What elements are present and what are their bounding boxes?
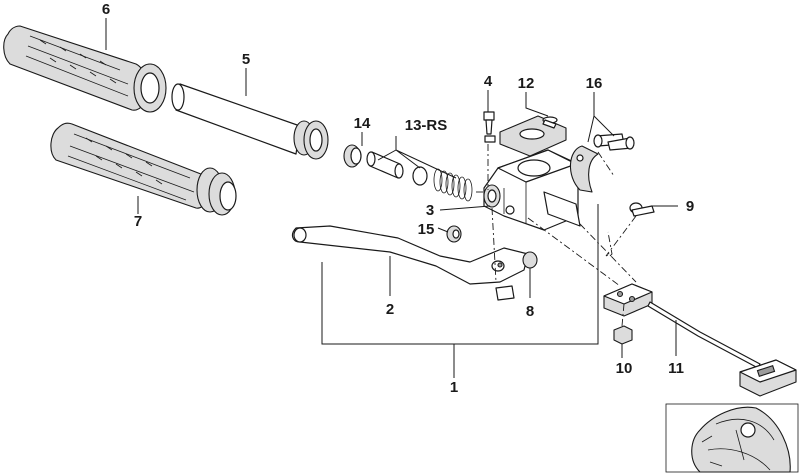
screw-9	[629, 202, 655, 217]
assembly-lines	[476, 144, 637, 327]
label-part-10: 10	[616, 360, 633, 377]
bracket-part-1	[321, 204, 599, 378]
label-part-12: 12	[518, 75, 535, 92]
reservoir-cover	[499, 115, 567, 157]
nut-10	[613, 325, 633, 345]
grip-left-top	[3, 25, 167, 113]
label-part-14: 14	[354, 115, 371, 132]
handlebar-clamp	[569, 133, 635, 193]
label-part-5: 5	[242, 51, 250, 68]
pivot-nut	[495, 251, 538, 301]
nut-15	[446, 225, 462, 243]
leader-lines	[105, 18, 678, 358]
label-part-6: 6	[102, 1, 110, 18]
label-part-2: 2	[386, 301, 394, 318]
label-part-4: 4	[484, 73, 493, 90]
master-cylinder-body	[483, 149, 581, 231]
bike-location-inset	[665, 403, 799, 473]
label-part-13-rs: 13-RS	[405, 117, 448, 134]
label-part-16: 16	[586, 75, 603, 92]
label-part-11: 11	[668, 360, 684, 377]
throttle-tube	[171, 83, 329, 160]
label-part-3: 3	[426, 202, 434, 219]
brake-light-switch	[603, 283, 797, 397]
brake-lever	[291, 225, 529, 285]
grip-right-lower	[50, 122, 237, 216]
label-part-7: 7	[134, 213, 142, 230]
label-part-15: 15	[418, 221, 435, 238]
part-labels: 6 5 7 14 13-RS 4 12 16 3 15 9 2 8 10 11 …	[102, 1, 694, 396]
dust-boot	[343, 144, 362, 168]
label-part-1: 1	[450, 379, 458, 396]
label-part-9: 9	[686, 198, 694, 215]
screw-4	[483, 111, 496, 143]
repair-set-piston-spring	[366, 151, 473, 202]
label-part-8: 8	[526, 303, 534, 320]
